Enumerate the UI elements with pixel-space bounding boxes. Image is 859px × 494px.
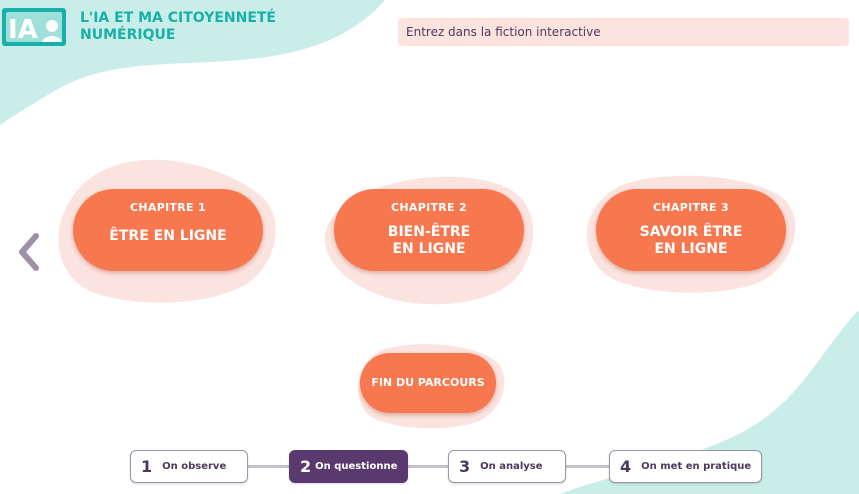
chapter-1-title: ÊTRE EN LIGNE: [109, 228, 227, 244]
step-4-label: On met en pratique: [641, 461, 752, 472]
step-2-question[interactable]: 2 On questionne: [289, 450, 408, 483]
step-4-number: 4: [620, 457, 632, 476]
mint-blob-bottom-right: [560, 310, 859, 494]
chapter-2-container: CHAPITRE 2 BIEN-ÊTRE EN LIGNE: [318, 168, 540, 308]
chapter-3-card[interactable]: CHAPITRE 3 SAVOIR ÊTRE EN LIGNE: [596, 189, 786, 271]
chevron-left-icon[interactable]: [16, 232, 42, 272]
chapter-3-title: SAVOIR ÊTRE EN LIGNE: [639, 224, 743, 257]
end-of-course-button[interactable]: FIN DU PARCOURS: [360, 353, 496, 413]
mint-blob-top-left: [0, 0, 385, 125]
step-3-label: On analyse: [480, 461, 543, 472]
chapter-1-container: CHAPITRE 1 ÊTRE EN LIGNE: [55, 155, 285, 305]
step-1-label: On observe: [162, 461, 227, 472]
steps-connector: [140, 465, 750, 468]
chapter-1-number: CHAPITRE 1: [130, 201, 206, 214]
step-1-observe[interactable]: 1 On observe: [130, 450, 248, 483]
step-3-analyse[interactable]: 3 On analyse: [448, 450, 566, 483]
app-logo: IA: [2, 8, 66, 46]
logo-text: IA: [8, 15, 38, 45]
step-1-number: 1: [141, 457, 153, 476]
step-4-practice[interactable]: 4 On met en pratique: [609, 450, 762, 483]
step-2-label: On questionne: [315, 461, 398, 472]
step-2-number: 2: [300, 457, 312, 476]
chapter-2-title: BIEN-ÊTRE EN LIGNE: [387, 224, 471, 257]
chapter-3-number: CHAPITRE 3: [653, 201, 729, 214]
step-3-number: 3: [459, 457, 471, 476]
app-title: L'IA ET MA CITOYENNETÉ NUMÉRIQUE: [80, 10, 276, 43]
chapter-1-card[interactable]: CHAPITRE 1 ÊTRE EN LIGNE: [73, 189, 263, 271]
chapter-2-card[interactable]: CHAPITRE 2 BIEN-ÊTRE EN LIGNE: [334, 189, 524, 271]
chapter-3-container: CHAPITRE 3 SAVOIR ÊTRE EN LIGNE: [580, 170, 800, 295]
fiction-link[interactable]: Entrez dans la fiction interactive: [398, 18, 849, 46]
chapter-2-number: CHAPITRE 2: [391, 201, 467, 214]
